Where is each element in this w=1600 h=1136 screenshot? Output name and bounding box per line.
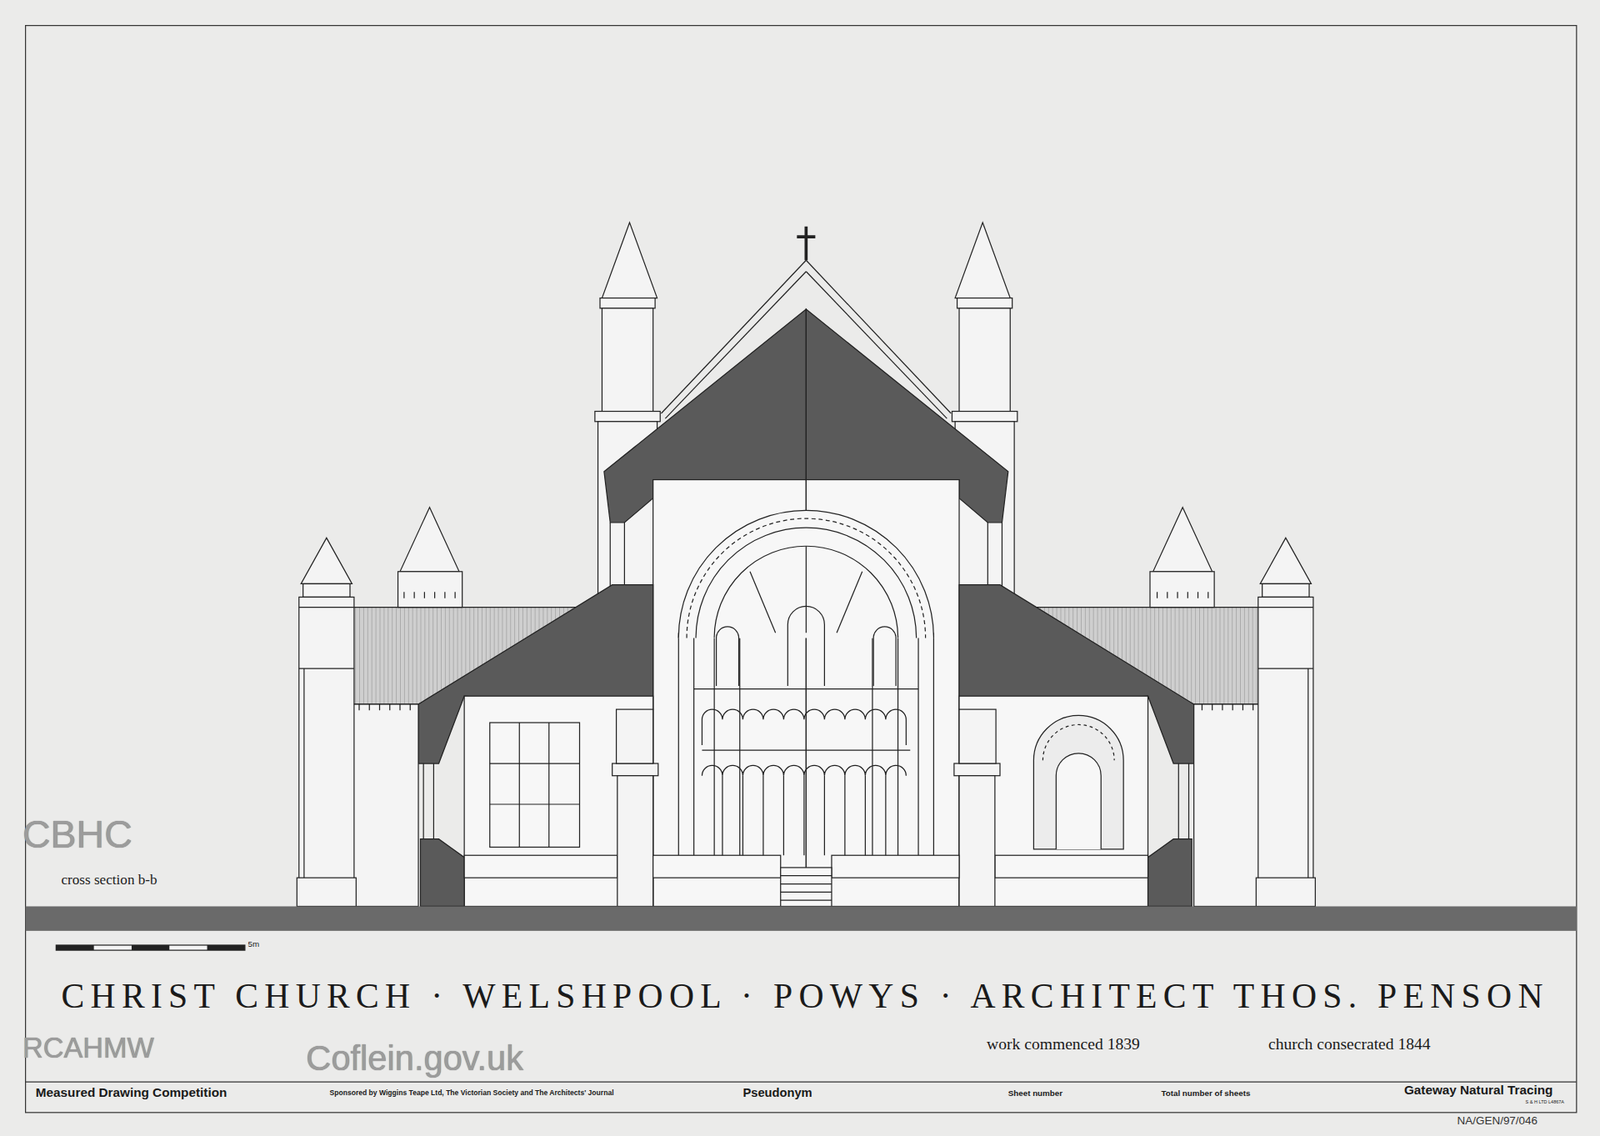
field-label: Sheet number	[1008, 1089, 1063, 1099]
sheet-title: CHRIST CHURCH · WELSHPOOL · POWYS · ARCH…	[60, 977, 1549, 1016]
watermark: RCAHMW	[22, 1032, 155, 1065]
watermark: Coflein.gov.uk	[305, 1039, 524, 1078]
field-label: Pseudonym	[742, 1085, 812, 1100]
section-label: cross section b-b	[60, 872, 157, 889]
archive-number: NA/GEN/97/046	[1457, 1115, 1538, 1128]
print-code: S & H LTD L4867A	[1525, 1099, 1565, 1105]
sponsor-note: Sponsored by Wiggins Teape Ltd, The Vict…	[330, 1089, 615, 1097]
competition-label: Measured Drawing Competition	[35, 1085, 227, 1100]
watermark: CBHC	[22, 813, 133, 856]
date-note: work commenced 1839	[986, 1035, 1140, 1054]
date-note: church consecrated 1844	[1268, 1035, 1431, 1054]
paper-brand: Gateway Natural Tracing	[1404, 1083, 1554, 1098]
field-label: Total number of sheets	[1160, 1089, 1250, 1099]
scale-label: 5m	[248, 940, 260, 950]
